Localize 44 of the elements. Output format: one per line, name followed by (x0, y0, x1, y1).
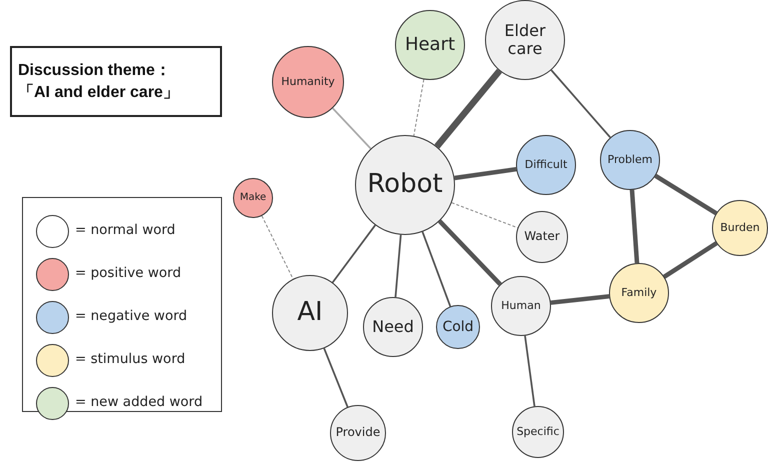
word-label: Need (371, 318, 415, 336)
legend-label: = new added word (75, 394, 203, 410)
connector-line (261, 215, 294, 280)
legend-label: = stimulus word (75, 351, 186, 367)
word-label: Heart (404, 34, 456, 56)
legend-label: = negative word (75, 308, 188, 324)
word-circle (512, 406, 564, 458)
word-label: Difficult (524, 158, 568, 172)
connector-line (434, 68, 502, 149)
connector-line (550, 70, 611, 138)
legend-label: = normal word (75, 222, 176, 238)
word-circle (233, 178, 273, 218)
word-label: Burden (719, 222, 761, 234)
word-label: AI (296, 298, 324, 328)
word-label: Make (238, 192, 268, 204)
connector-line (438, 220, 502, 286)
word-label: Family (620, 286, 658, 300)
word-label: Robot (366, 170, 444, 200)
connector-line (413, 79, 424, 136)
connector-line (524, 336, 536, 406)
word-circle (600, 130, 660, 190)
connector-line (332, 108, 372, 150)
connector-line (662, 241, 718, 279)
connector-line (654, 174, 718, 216)
word-label: Specific (516, 426, 560, 438)
word-label: Human (500, 300, 542, 312)
word-label: Cold (441, 318, 475, 336)
word-label: Humanity (280, 76, 336, 88)
connector-line (550, 294, 610, 305)
connector-line (323, 348, 348, 408)
connector-line (454, 166, 517, 180)
word-label: Provide (334, 426, 382, 440)
connector-line (451, 202, 518, 228)
word-circle (436, 305, 480, 349)
connector-line (332, 224, 376, 284)
word-label: Elder care (503, 22, 547, 58)
connector-line (630, 190, 640, 264)
legend-label: = positive word (75, 265, 182, 281)
word-label: Water (523, 230, 561, 244)
title: Discussion theme：「AI and elder care」 (18, 60, 180, 102)
connector-line (422, 231, 452, 307)
connector-line (394, 234, 402, 298)
word-circle (516, 211, 568, 263)
word-label: Problem (606, 154, 654, 166)
